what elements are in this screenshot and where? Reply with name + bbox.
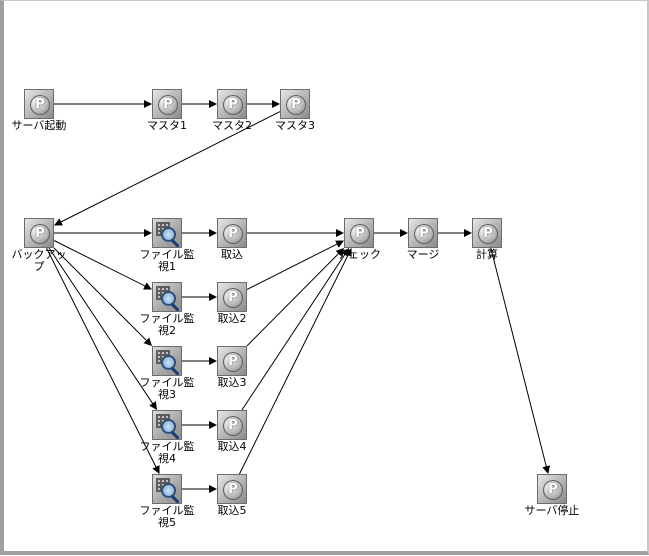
p-job-icon: P	[217, 474, 247, 504]
p-job-icon: P	[217, 282, 247, 312]
node-label-merge: マージ	[406, 248, 440, 261]
node-label-import5: 取込5	[217, 504, 247, 517]
node-check[interactable]: P	[344, 218, 374, 248]
node-label-import3: 取込3	[217, 376, 247, 389]
node-master3[interactable]: P	[280, 89, 310, 119]
node-label-watch1: ファイル監視1	[139, 248, 195, 273]
file-watch-icon	[152, 346, 182, 376]
node-label-server-start: サーバ起動	[11, 119, 67, 132]
file-watch-icon	[152, 282, 182, 312]
p-job-icon: P	[217, 218, 247, 248]
file-watch-icon	[152, 218, 182, 248]
p-job-icon: P	[344, 218, 374, 248]
node-import5[interactable]: P	[217, 474, 247, 504]
p-job-icon: P	[217, 346, 247, 376]
node-label-watch3: ファイル監視3	[139, 376, 195, 401]
file-watch-icon	[152, 474, 182, 504]
p-job-icon: P	[152, 89, 182, 119]
node-import4[interactable]: P	[217, 410, 247, 440]
edge-master3-to-backup[interactable]	[54, 111, 281, 226]
node-master2[interactable]: P	[217, 89, 247, 119]
node-import3[interactable]: P	[217, 346, 247, 376]
node-label-backup: バックアップ	[11, 248, 67, 273]
edge-import2-to-check[interactable]	[246, 240, 345, 290]
node-watch1[interactable]	[152, 218, 182, 248]
edge-calc-to-server-stop[interactable]	[490, 247, 551, 475]
node-label-check: チェック	[337, 248, 381, 261]
p-job-icon: P	[537, 474, 567, 504]
p-job-icon: P	[280, 89, 310, 119]
node-label-watch2: ファイル監視2	[139, 312, 195, 337]
node-backup[interactable]: P	[24, 218, 54, 248]
node-watch5[interactable]	[152, 474, 182, 504]
node-merge[interactable]: P	[408, 218, 438, 248]
edge-import3-to-check[interactable]	[246, 247, 345, 347]
p-job-icon: P	[472, 218, 502, 248]
node-import1[interactable]: P	[217, 218, 247, 248]
node-master1[interactable]: P	[152, 89, 182, 119]
node-import2[interactable]: P	[217, 282, 247, 312]
edge-import5-to-check[interactable]	[238, 248, 352, 475]
edge-import4-to-check[interactable]	[241, 247, 350, 411]
edge-backup-to-watch2[interactable]	[53, 240, 153, 290]
node-label-master3: マスタ3	[275, 119, 315, 132]
file-watch-icon	[152, 410, 182, 440]
p-job-icon: P	[24, 89, 54, 119]
node-watch2[interactable]	[152, 282, 182, 312]
node-label-calc: 計算	[476, 248, 498, 261]
node-label-import4: 取込4	[217, 440, 247, 453]
node-label-master1: マスタ1	[147, 119, 187, 132]
node-label-import1: 取込	[221, 248, 243, 261]
node-server-start[interactable]: P	[24, 89, 54, 119]
node-label-import2: 取込2	[217, 312, 247, 325]
node-watch4[interactable]	[152, 410, 182, 440]
edge-backup-to-watch4[interactable]	[48, 247, 157, 410]
node-watch3[interactable]	[152, 346, 182, 376]
edge-backup-to-watch5[interactable]	[46, 247, 160, 474]
p-job-icon: P	[24, 218, 54, 248]
p-job-icon: P	[408, 218, 438, 248]
node-label-master2: マスタ2	[212, 119, 252, 132]
edge-backup-to-watch3[interactable]	[53, 247, 152, 347]
p-job-icon: P	[217, 89, 247, 119]
node-label-server-stop: サーバ停止	[524, 504, 580, 517]
node-label-watch4: ファイル監視4	[139, 440, 195, 465]
node-server-stop[interactable]: P	[537, 474, 567, 504]
node-label-watch5: ファイル監視5	[139, 504, 195, 529]
p-job-icon: P	[217, 410, 247, 440]
node-calc[interactable]: P	[472, 218, 502, 248]
edge-layer	[46, 100, 551, 493]
